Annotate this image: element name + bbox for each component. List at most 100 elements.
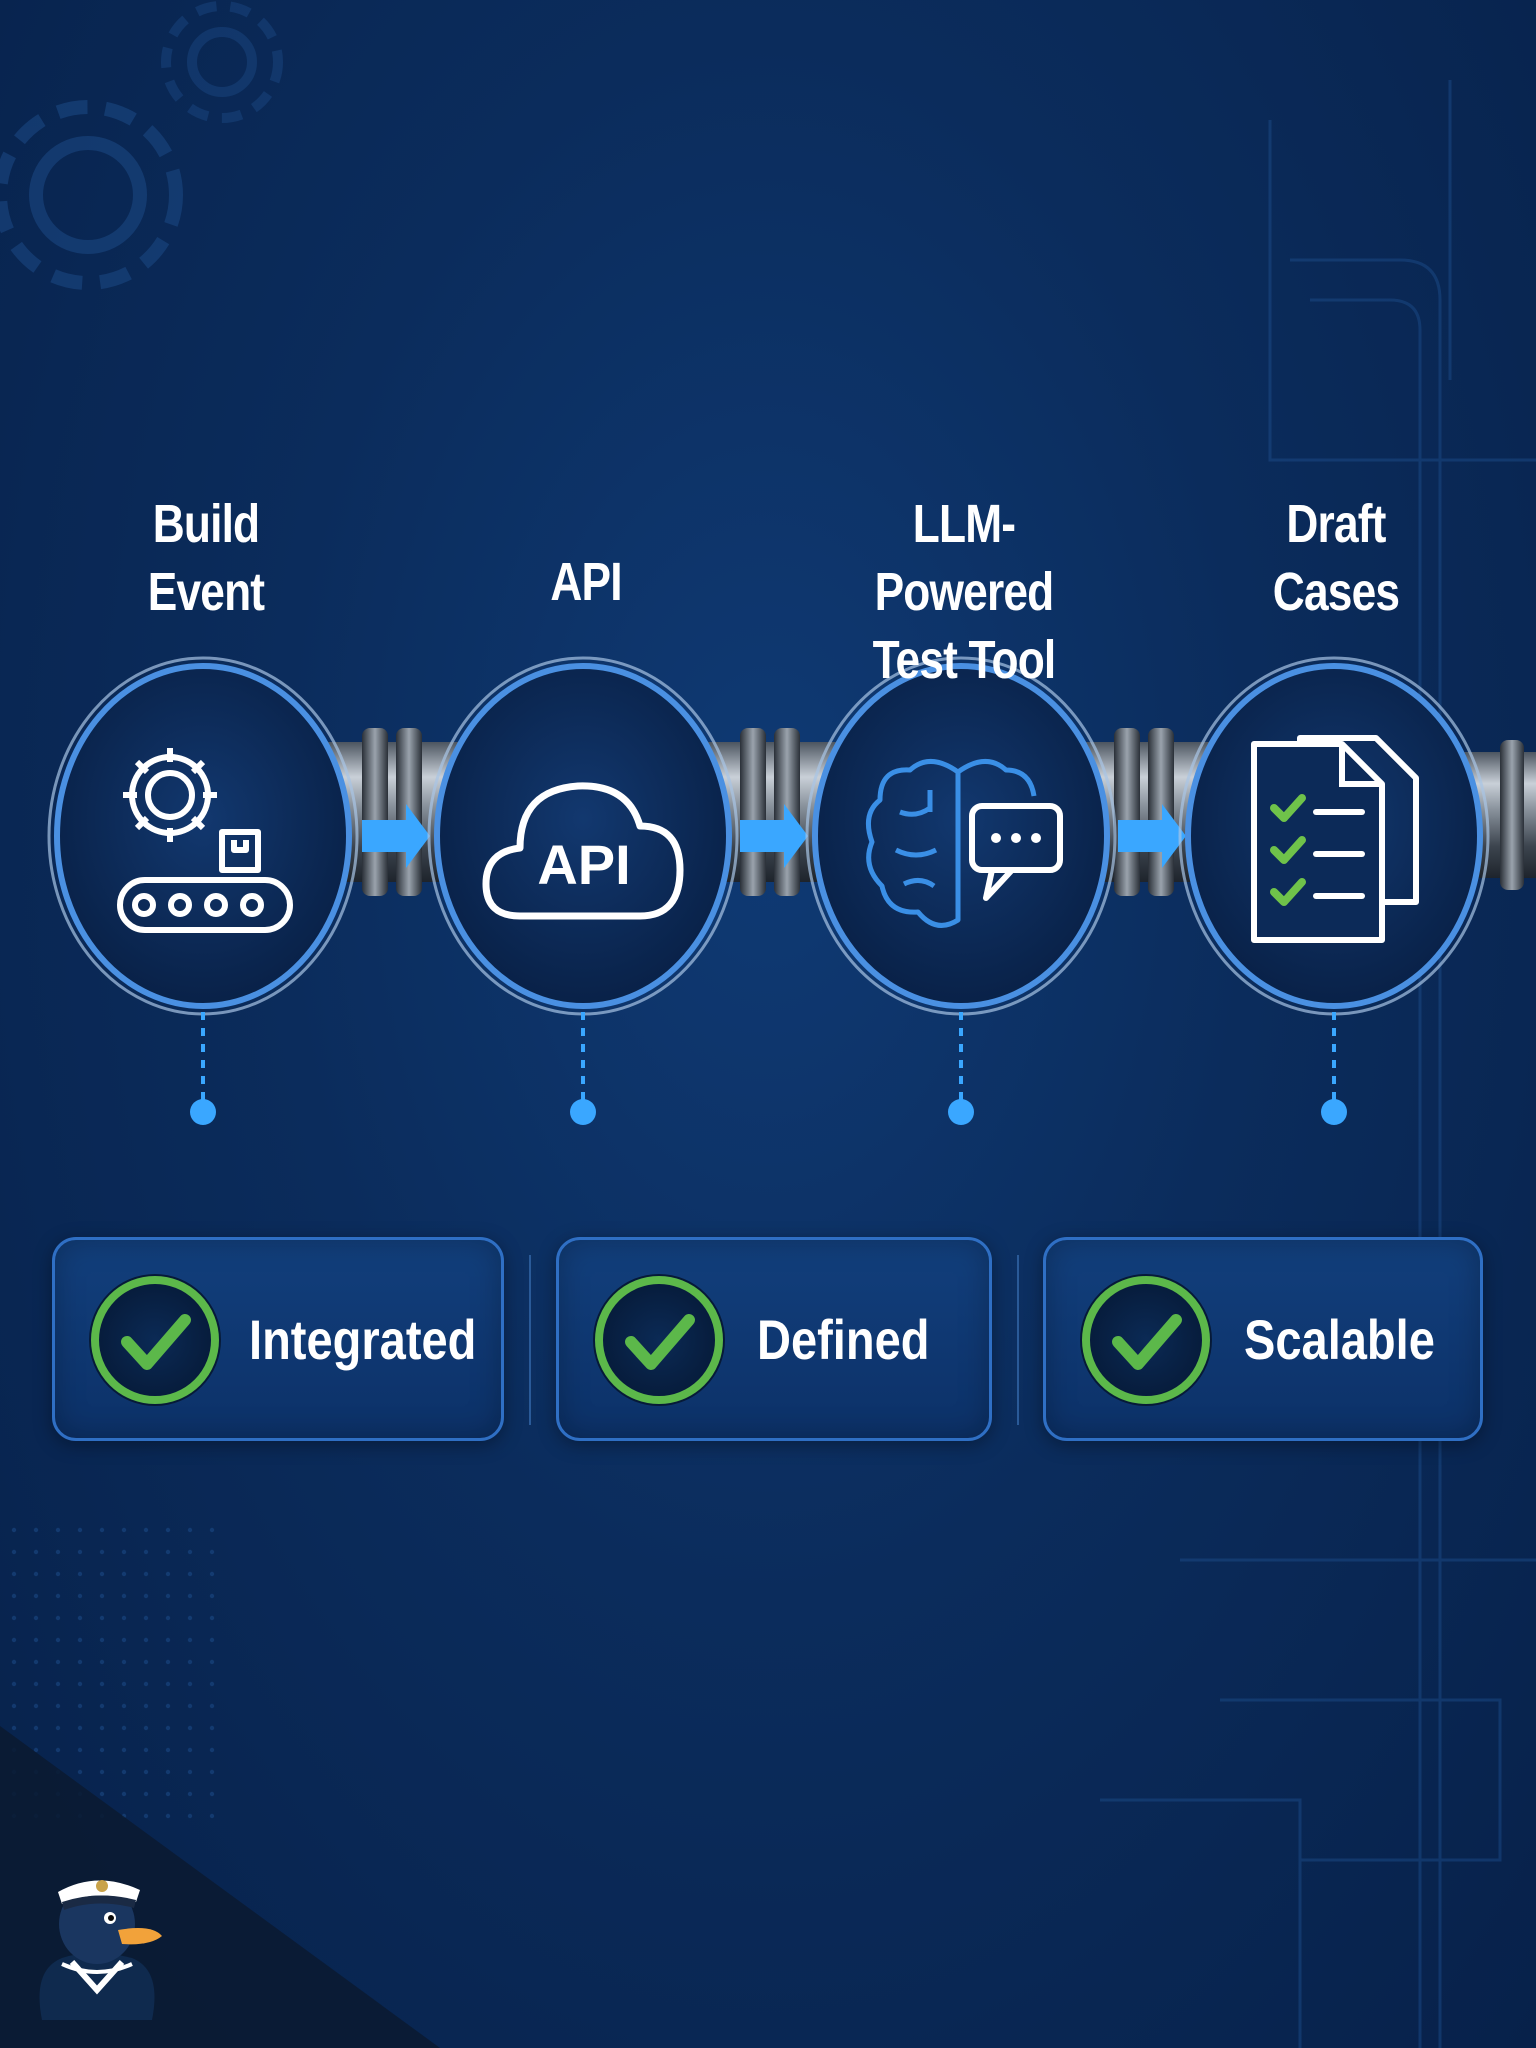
status-label-integrated: Integrated	[249, 1308, 477, 1371]
grid-dot	[77, 1549, 83, 1555]
grid-dot	[143, 1703, 149, 1709]
grid-dot	[143, 1769, 149, 1775]
grid-dot	[55, 1703, 61, 1709]
status-label-defined: Defined	[757, 1308, 930, 1371]
grid-dot	[33, 1725, 39, 1731]
step-label-llm-test-tool: LLM-Powered Test Tool	[825, 490, 1104, 694]
grid-dot	[121, 1703, 127, 1709]
grid-dot	[11, 1725, 17, 1731]
brain-chat-icon	[865, 759, 1063, 928]
step-label-line: Draft	[1286, 494, 1386, 554]
connector-dot	[190, 1099, 216, 1125]
grid-dot	[33, 1659, 39, 1665]
grid-dot	[33, 1527, 39, 1533]
gear-icon	[161, 1, 283, 123]
circuit-lines	[1100, 80, 1536, 2048]
step-label-build-event: Build Event	[67, 490, 346, 626]
grid-dot	[209, 1703, 215, 1709]
grid-dot	[209, 1747, 215, 1753]
grid-dot	[121, 1615, 127, 1621]
step-label-line: Test Tool	[872, 630, 1057, 690]
grid-dot	[209, 1615, 215, 1621]
grid-dot	[143, 1791, 149, 1797]
grid-dot	[77, 1593, 83, 1599]
connector-lines	[201, 1012, 1336, 1100]
grid-dot	[77, 1769, 83, 1775]
grid-dot	[143, 1747, 149, 1753]
grid-dot	[209, 1571, 215, 1577]
check-circle-icon	[593, 1274, 725, 1406]
grid-dot	[33, 1571, 39, 1577]
grid-dot	[165, 1527, 171, 1533]
step-label-line: Event	[147, 562, 265, 622]
grid-dot	[99, 1549, 105, 1555]
grid-dot	[77, 1659, 83, 1665]
grid-dot	[55, 1747, 61, 1753]
grid-dot	[187, 1725, 193, 1731]
step-label-api: API	[447, 548, 726, 616]
grid-dot	[187, 1703, 193, 1709]
connector-dot	[570, 1099, 596, 1125]
grid-dot	[187, 1747, 193, 1753]
grid-dot	[187, 1549, 193, 1555]
grid-dot	[11, 1681, 17, 1687]
grid-dot	[187, 1593, 193, 1599]
grid-dot	[99, 1571, 105, 1577]
grid-dot	[55, 1571, 61, 1577]
grid-dot	[143, 1681, 149, 1687]
grid-dot	[209, 1681, 215, 1687]
connector-dot	[948, 1099, 974, 1125]
grid-dot	[77, 1637, 83, 1643]
grid-dot	[11, 1637, 17, 1643]
grid-dot	[99, 1593, 105, 1599]
grid-dot	[121, 1791, 127, 1797]
grid-dot	[77, 1747, 83, 1753]
grid-dot	[55, 1681, 61, 1687]
grid-dot	[165, 1659, 171, 1665]
step-node-draft-cases	[1178, 656, 1490, 1016]
grid-dot	[209, 1813, 215, 1819]
grid-dot	[121, 1681, 127, 1687]
grid-dot	[187, 1769, 193, 1775]
step-label-line: Build	[152, 494, 260, 554]
grid-dot	[165, 1725, 171, 1731]
grid-dot	[33, 1703, 39, 1709]
grid-dot	[209, 1549, 215, 1555]
grid-dot	[55, 1527, 61, 1533]
grid-dot	[165, 1791, 171, 1797]
grid-dot	[33, 1593, 39, 1599]
grid-dot	[143, 1659, 149, 1665]
arrow-right-icon	[740, 804, 808, 868]
grid-dot	[165, 1747, 171, 1753]
grid-dot	[11, 1549, 17, 1555]
grid-dot	[121, 1747, 127, 1753]
grid-dot	[165, 1549, 171, 1555]
sailor-duck-icon	[39, 1880, 162, 2020]
grid-dot	[77, 1571, 83, 1577]
grid-dot	[99, 1703, 105, 1709]
grid-dot	[165, 1703, 171, 1709]
grid-dot	[11, 1659, 17, 1665]
status-card-scalable: Scalable	[1043, 1237, 1483, 1441]
grid-dot	[209, 1637, 215, 1643]
grid-dot	[33, 1681, 39, 1687]
grid-dot	[55, 1659, 61, 1665]
grid-dot	[33, 1637, 39, 1643]
check-circle-icon	[1080, 1274, 1212, 1406]
grid-dot	[33, 1615, 39, 1621]
grid-dot	[121, 1725, 127, 1731]
cloud-api-text: API	[537, 833, 630, 896]
grid-dot	[121, 1527, 127, 1533]
grid-dot	[143, 1527, 149, 1533]
grid-dot	[77, 1527, 83, 1533]
step-label-draft-cases: Draft Cases	[1197, 490, 1476, 626]
grid-dot	[55, 1593, 61, 1599]
step-node-build-event	[47, 656, 359, 1016]
step-node-api: API	[427, 656, 739, 1016]
grid-dot	[187, 1813, 193, 1819]
grid-dot	[99, 1615, 105, 1621]
grid-dot	[209, 1593, 215, 1599]
grid-dot	[99, 1527, 105, 1533]
grid-dot	[99, 1725, 105, 1731]
grid-dot	[143, 1571, 149, 1577]
